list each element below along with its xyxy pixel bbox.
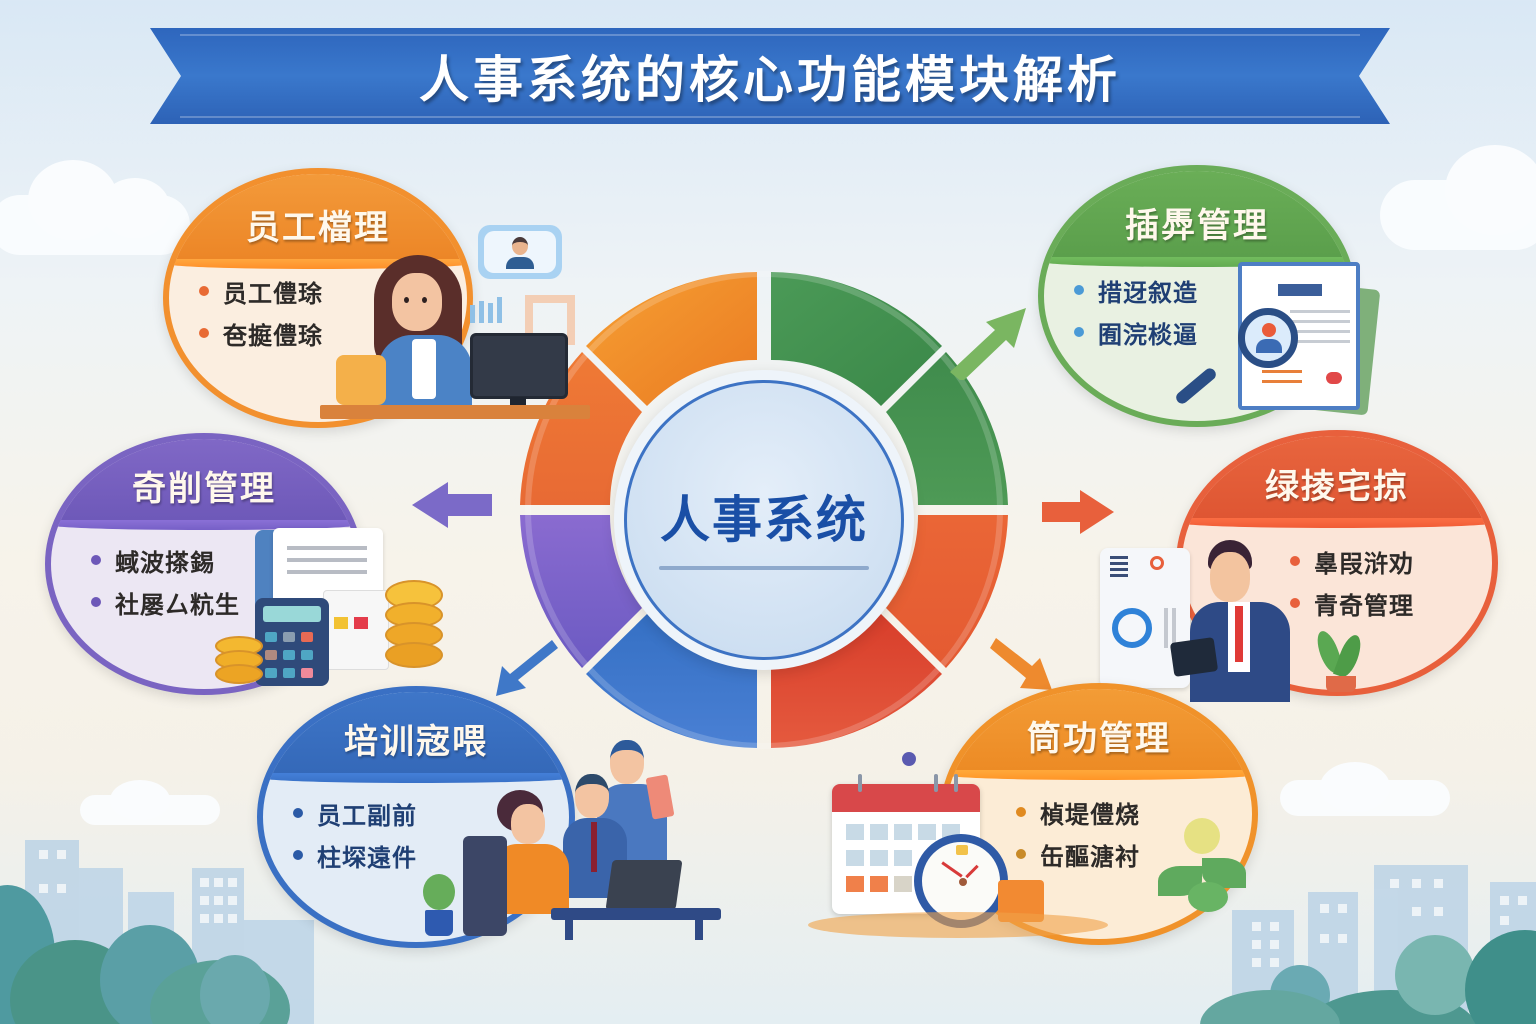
- bush: [1395, 935, 1475, 1015]
- bullet-dot-icon: [293, 808, 303, 818]
- tablet-icon: [1169, 637, 1219, 677]
- list-item: 社屡厶粇生: [91, 581, 240, 623]
- magnifier-icon: [1238, 308, 1298, 368]
- document-icon: [525, 295, 575, 345]
- center-underline: [659, 566, 869, 570]
- coin-stack-icon: [215, 636, 263, 686]
- bullet-dot-icon: [1290, 556, 1300, 566]
- cloud-right-puff: [1445, 145, 1536, 235]
- bar-chart-icon: [470, 297, 510, 323]
- bullet-dot-icon: [199, 328, 209, 338]
- list-item: 员工僼㻌: [199, 270, 323, 312]
- list-item: 青奇管理: [1290, 582, 1414, 624]
- bullet-dot-icon: [91, 555, 101, 565]
- bullet-dot-icon: [91, 597, 101, 607]
- payroll-illustration: [215, 528, 470, 688]
- desk: [551, 908, 721, 920]
- module-bullets: 楨堤僼烧 缶醧溏衬: [1016, 791, 1140, 875]
- arrow-left-icon: [412, 482, 492, 528]
- list-item: 措迓叙造: [1074, 269, 1198, 311]
- module-title: 绿掕宅掠: [1265, 467, 1409, 508]
- arrow-down-left-icon: [496, 640, 558, 696]
- desk: [320, 405, 590, 419]
- list-item: 蜮波搽錫: [91, 539, 240, 581]
- bullet-dot-icon: [1290, 598, 1300, 608]
- attendance-illustration: [808, 752, 1248, 942]
- bullet-dot-icon: [1074, 327, 1084, 337]
- list-item: 夿㨩僼㻌: [199, 312, 323, 354]
- module-title: 培训宼喂: [344, 722, 488, 762]
- hub-inner: 人事系统: [624, 380, 904, 660]
- profile-chat-bubble-icon: [478, 225, 562, 279]
- module-title: 筒功管理: [1027, 719, 1171, 759]
- module-header: 绿掕宅掠: [1182, 436, 1492, 523]
- module-bullets: 员工副前 柱堔遠件: [293, 792, 417, 876]
- cloud-bottom-left-puff: [110, 780, 170, 820]
- list-item: 楨堤僼烧: [1016, 791, 1140, 833]
- training-illustration: [415, 740, 725, 940]
- module-title: 奇削管理: [132, 469, 276, 509]
- plant-icon: [419, 874, 459, 938]
- module-title: 插馵管理: [1125, 206, 1269, 246]
- bush: [200, 955, 270, 1024]
- banner-border: [180, 34, 1360, 118]
- page-title: 人事系统的核心功能模块解析: [419, 51, 1121, 109]
- resume-search-illustration: [1173, 262, 1390, 416]
- module-header: 培训宼喂: [263, 692, 569, 777]
- center-label: 人事系统: [660, 491, 868, 549]
- calculator-icon: [255, 598, 329, 686]
- bullet-dot-icon: [1074, 285, 1084, 295]
- module-header: 员工檔理: [169, 174, 467, 264]
- center-hub: 人事系统: [614, 370, 914, 670]
- resume-document-icon: [1238, 262, 1360, 410]
- module-bullets: 辠叚浒劝 青奇管理: [1290, 540, 1414, 624]
- arrow-down-right-icon: [990, 638, 1052, 690]
- laptop-icon: [605, 860, 683, 910]
- list-item: 员工副前: [293, 792, 417, 834]
- module-bullets: 措迓叙造 囿浣棪逼: [1074, 269, 1198, 353]
- bullet-dot-icon: [1016, 807, 1026, 817]
- bullet-dot-icon: [293, 850, 303, 860]
- bush: [1465, 930, 1536, 1024]
- bullet-dot-icon: [199, 286, 209, 296]
- segmented-ring-icon: [520, 271, 1008, 749]
- title-banner: 人事系统的核心功能模块解析: [150, 28, 1390, 124]
- plant-icon: [1158, 818, 1248, 918]
- module-header: 插馵管理: [1044, 171, 1350, 261]
- module-bullets: 蜮波搽錫 社屡厶粇生: [91, 539, 240, 623]
- list-item: 辠叚浒劝: [1290, 540, 1414, 582]
- arrow-right-icon: [1042, 490, 1114, 534]
- computer-monitor-icon: [470, 333, 568, 399]
- cloud-left-puff-2: [100, 178, 170, 238]
- performance-illustration: [1090, 540, 1390, 705]
- list-item: 柱堔遠件: [293, 834, 417, 876]
- bullet-dot-icon: [1016, 849, 1026, 859]
- module-bullets: 员工僼㻌 夿㨩僼㻌: [199, 270, 323, 354]
- plant-icon: [1310, 628, 1370, 692]
- cloud-bottom-right-puff: [1320, 762, 1390, 812]
- module-header: 筒功管理: [946, 689, 1252, 774]
- employee-desk-illustration: [320, 225, 590, 420]
- list-item: 缶醧溏衬: [1016, 833, 1140, 875]
- center-ring: 人事系统: [498, 262, 1030, 758]
- coin-stack-icon: [385, 580, 445, 670]
- module-title: 员工檔理: [246, 208, 390, 249]
- module-header: 奇削管理: [51, 439, 357, 524]
- list-item: 囿浣棪逼: [1074, 311, 1198, 353]
- arrow-up-right-icon: [950, 308, 1026, 380]
